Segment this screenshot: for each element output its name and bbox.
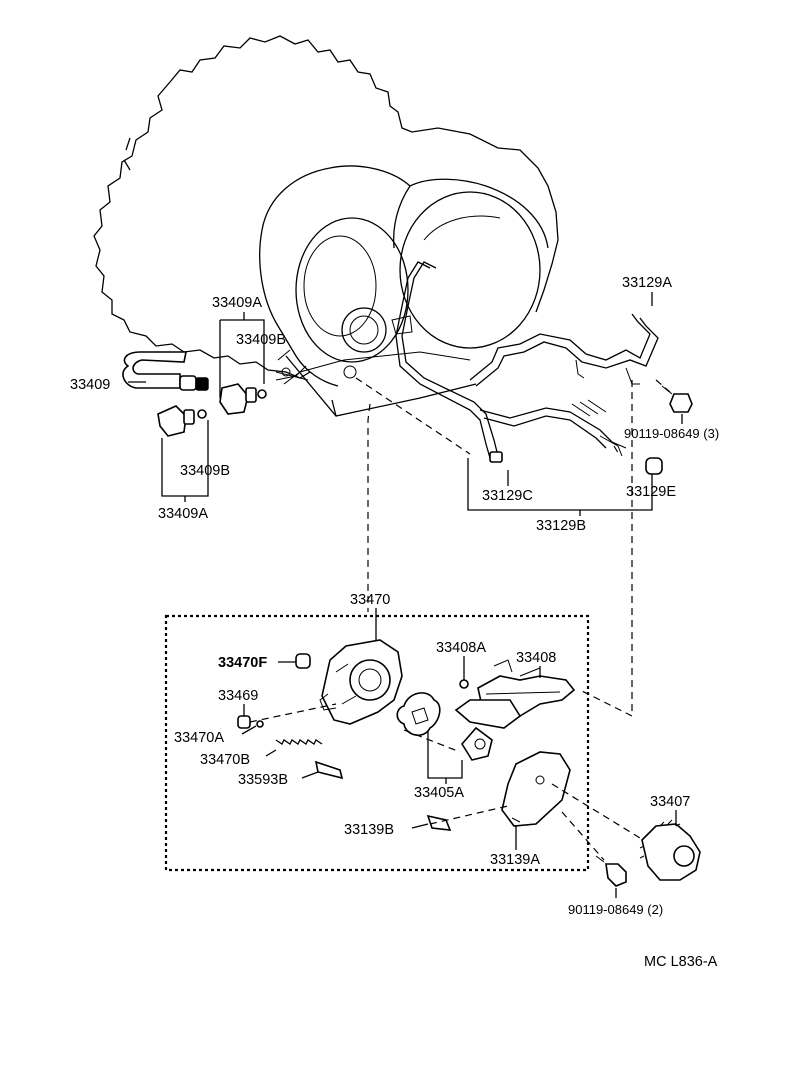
label-33405A: 33405A: [414, 785, 464, 801]
label-90119-08649-3: 90119-08649 (3): [624, 426, 719, 441]
figure-code: MC L836-A: [644, 954, 718, 970]
label-33470: 33470: [350, 592, 390, 608]
hose-fittings-33409: [122, 351, 307, 437]
label-33139A: 33139A: [490, 852, 540, 868]
label-33129C: 33129C: [482, 488, 533, 504]
label-33593B: 33593B: [238, 772, 288, 788]
label-33408A: 33408A: [436, 640, 486, 656]
label-33409B-bottom: 33409B: [180, 463, 230, 479]
label-33408: 33408: [516, 650, 556, 666]
label-33470B: 33470B: [200, 752, 250, 768]
label-33409B-top: 33409B: [236, 332, 286, 348]
label-33470F: 33470F: [218, 655, 267, 671]
assembly-box-33470: [164, 614, 590, 872]
label-33469: 33469: [218, 688, 258, 704]
label-33470A: 33470A: [174, 730, 224, 746]
oil-pump-parts: [237, 385, 701, 887]
label-33409A-top: 33409A: [212, 295, 262, 311]
part-labels: 33409A 33409B 33409 33409B 33409A 33129A…: [70, 275, 719, 970]
oil-cooler-tube-assembly: [395, 261, 659, 463]
label-33129E: 33129E: [626, 484, 676, 500]
label-90119-08649-2: 90119-08649 (2): [568, 902, 663, 917]
label-33129A: 33129A: [622, 275, 672, 291]
label-33129B: 33129B: [536, 518, 586, 534]
label-33407: 33407: [650, 794, 690, 810]
label-33409: 33409: [70, 377, 110, 393]
label-33409A-bottom: 33409A: [158, 506, 208, 522]
transmission-case-illustration: [93, 35, 559, 417]
label-33139B: 33139B: [344, 822, 394, 838]
leader-lines: [128, 292, 683, 898]
